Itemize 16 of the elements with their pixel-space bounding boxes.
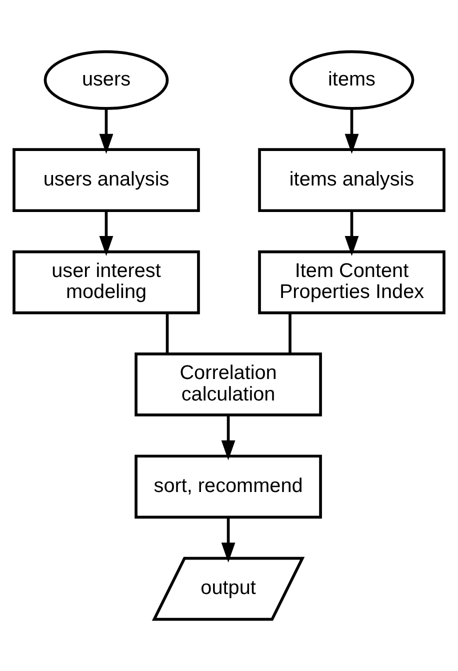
node-box: Item Content Properties Index — [258, 250, 446, 314]
node-box: items analysis — [258, 148, 446, 212]
arrow — [344, 210, 359, 256]
arrow — [99, 108, 114, 154]
arrow — [221, 415, 236, 460]
connector — [166, 312, 169, 354]
arrow — [221, 517, 236, 562]
node-ellipse: items — [289, 50, 414, 110]
node-box: sort, recommend — [134, 454, 322, 519]
node-box: users analysis — [12, 148, 200, 212]
connector — [288, 312, 292, 354]
node-box: Correlation calculation — [134, 352, 322, 416]
node-box: user interest modeling — [12, 250, 200, 314]
node-ellipse: users — [44, 50, 169, 110]
arrow — [99, 210, 114, 256]
arrow — [344, 108, 359, 154]
